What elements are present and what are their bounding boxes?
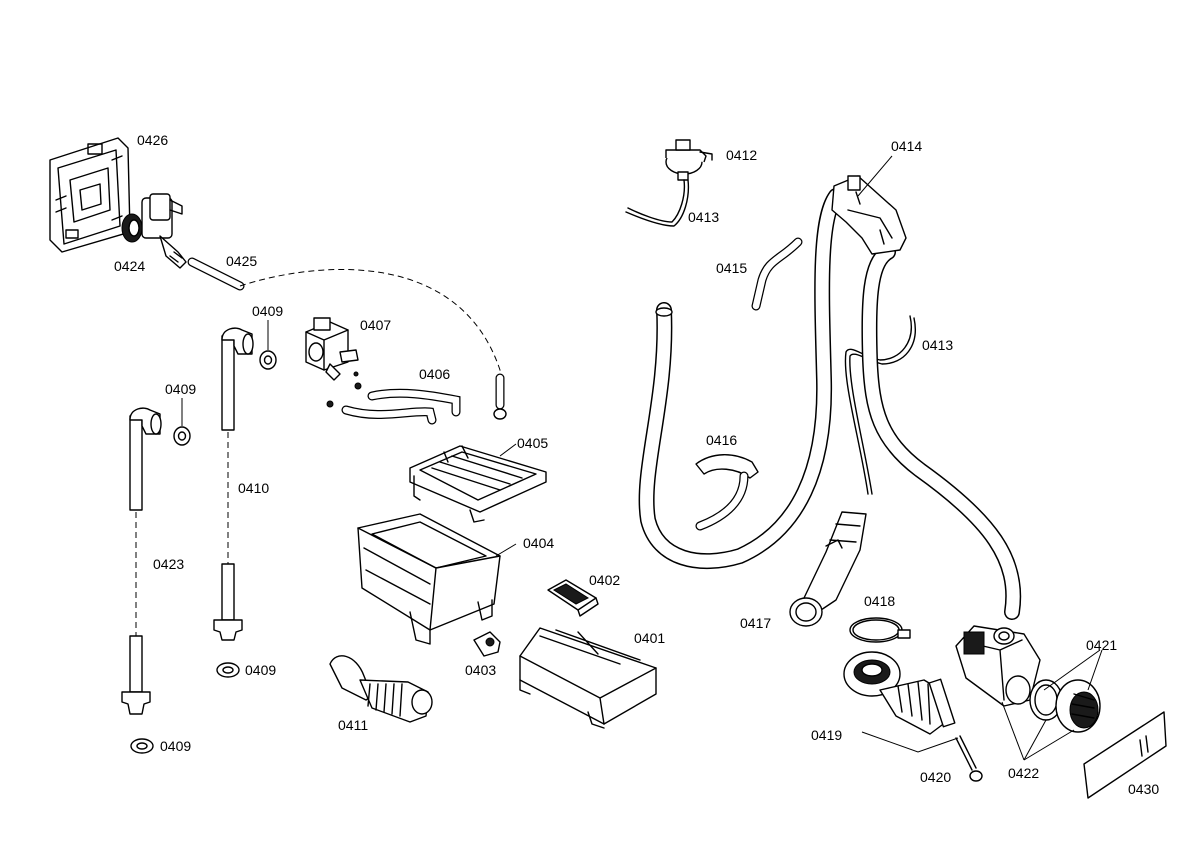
label-0413: 0413 bbox=[922, 337, 953, 353]
part-0413-tube-a bbox=[625, 179, 690, 227]
part-0405-dispenser-top bbox=[409, 445, 547, 523]
part-0407-valve bbox=[305, 317, 359, 381]
part-0418-clamp bbox=[849, 617, 911, 643]
part-0403-clip bbox=[473, 631, 501, 657]
label-0404: 0404 bbox=[523, 535, 554, 551]
label-0421: 0421 bbox=[1086, 637, 1117, 653]
part-0422-filter bbox=[1055, 679, 1101, 733]
label-0418: 0418 bbox=[864, 593, 895, 609]
label-0425: 0425 bbox=[226, 253, 257, 269]
part-0415-hose bbox=[751, 237, 803, 311]
part-0419-sump bbox=[843, 651, 956, 735]
part-0409-washer-c bbox=[216, 662, 240, 678]
label-0415: 0415 bbox=[716, 260, 747, 276]
label-0414: 0414 bbox=[891, 138, 922, 154]
label-0406: 0406 bbox=[419, 366, 450, 382]
part-0413-tube-b bbox=[844, 315, 916, 495]
label-0411: 0411 bbox=[338, 717, 368, 733]
part-0424-inlet-valve bbox=[121, 193, 187, 269]
part-labels: 0426 0424 0425 0409 0407 0409 0406 0405 … bbox=[114, 132, 1159, 797]
part-0409-washer-a bbox=[259, 350, 277, 370]
label-0409: 0409 bbox=[165, 381, 196, 397]
part-0421-drain-pump bbox=[955, 625, 1041, 707]
label-0405: 0405 bbox=[517, 435, 548, 451]
label-0403: 0403 bbox=[465, 662, 496, 678]
label-0409: 0409 bbox=[252, 303, 283, 319]
part-0402-lid bbox=[547, 579, 599, 617]
label-0430: 0430 bbox=[1128, 781, 1159, 797]
part-0423-inlet-hose bbox=[121, 407, 162, 715]
part-0411-bellows bbox=[329, 655, 433, 723]
part-0430-plate bbox=[1083, 711, 1167, 799]
label-0423: 0423 bbox=[153, 556, 184, 572]
label-0424: 0424 bbox=[114, 258, 145, 274]
label-0401: 0401 bbox=[634, 630, 665, 646]
part-0406-hoses bbox=[326, 371, 461, 425]
part-0420-screw bbox=[955, 735, 983, 782]
label-0422: 0422 bbox=[1008, 765, 1039, 781]
part-0412-pressure-switch bbox=[665, 139, 713, 181]
label-0407: 0407 bbox=[360, 317, 391, 333]
label-0420: 0420 bbox=[920, 769, 951, 785]
part-0409-washer-b bbox=[173, 426, 191, 446]
part-0414-main-hose bbox=[638, 175, 1022, 620]
part-0404-dispenser-housing bbox=[357, 513, 501, 645]
label-0402: 0402 bbox=[589, 572, 620, 588]
part-0409-washer-d bbox=[130, 738, 154, 754]
label-0412: 0412 bbox=[726, 147, 757, 163]
label-0419: 0419 bbox=[811, 727, 842, 743]
label-0413: 0413 bbox=[688, 209, 719, 225]
label-0416: 0416 bbox=[706, 432, 737, 448]
label-0417: 0417 bbox=[740, 615, 771, 631]
part-0425-hose bbox=[187, 257, 507, 420]
label-0409: 0409 bbox=[245, 662, 276, 678]
part-0410-inlet-hose bbox=[213, 327, 254, 641]
label-0410: 0410 bbox=[238, 480, 269, 496]
part-0416-hose-bracket bbox=[695, 454, 759, 531]
leader-lines bbox=[181, 155, 1103, 761]
label-0426: 0426 bbox=[137, 132, 168, 148]
part-0401-dispenser-tray bbox=[519, 627, 657, 729]
label-0409: 0409 bbox=[160, 738, 191, 754]
part-0426-bracket bbox=[49, 137, 131, 253]
part-0417-pump-hose bbox=[789, 511, 867, 627]
